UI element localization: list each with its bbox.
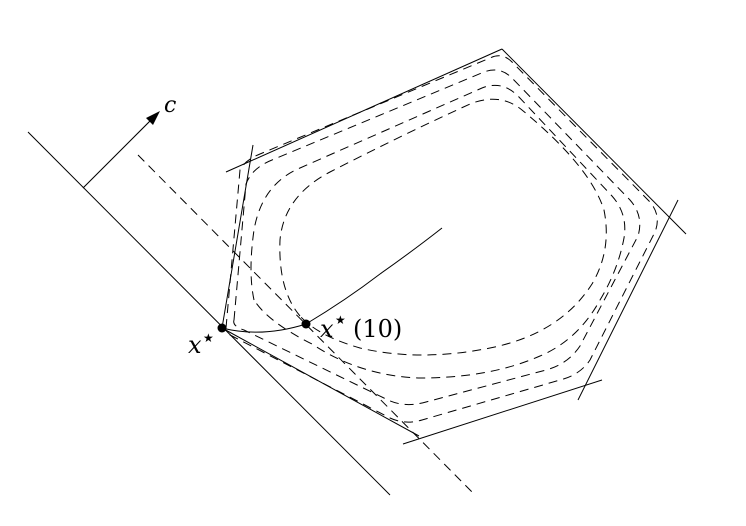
facet-upper-right bbox=[501, 48, 687, 235]
central-point-label: x ★ (10) bbox=[320, 313, 402, 343]
optimum-point bbox=[217, 323, 227, 333]
level-set-outer bbox=[225, 55, 658, 423]
optimum-label: x ★ bbox=[188, 331, 214, 359]
arrow-head bbox=[146, 111, 160, 125]
optimal-hyperplane bbox=[27, 131, 391, 496]
level-set-third bbox=[250, 84, 626, 379]
level-set-inner bbox=[279, 98, 607, 356]
facet-right bbox=[577, 199, 679, 401]
central-path bbox=[221, 227, 443, 333]
level-set-dashed-line bbox=[137, 154, 473, 493]
level-set-second bbox=[233, 69, 641, 406]
facet-left bbox=[221, 144, 254, 329]
facet-bottom-left bbox=[221, 327, 420, 437]
barrier-level-sets bbox=[225, 55, 658, 423]
svg-text:x: x bbox=[320, 315, 334, 343]
facet-bottom-right bbox=[402, 379, 603, 445]
facet-top bbox=[225, 48, 503, 173]
feasible-polygon bbox=[221, 48, 687, 445]
cost-direction-arrow bbox=[82, 111, 160, 189]
svg-text:x: x bbox=[188, 331, 202, 359]
svg-text:(10): (10) bbox=[353, 315, 402, 343]
svg-text:★: ★ bbox=[203, 331, 214, 345]
svg-text:★: ★ bbox=[335, 313, 346, 327]
central-point bbox=[301, 319, 311, 329]
c-vector-label: c bbox=[164, 93, 176, 118]
